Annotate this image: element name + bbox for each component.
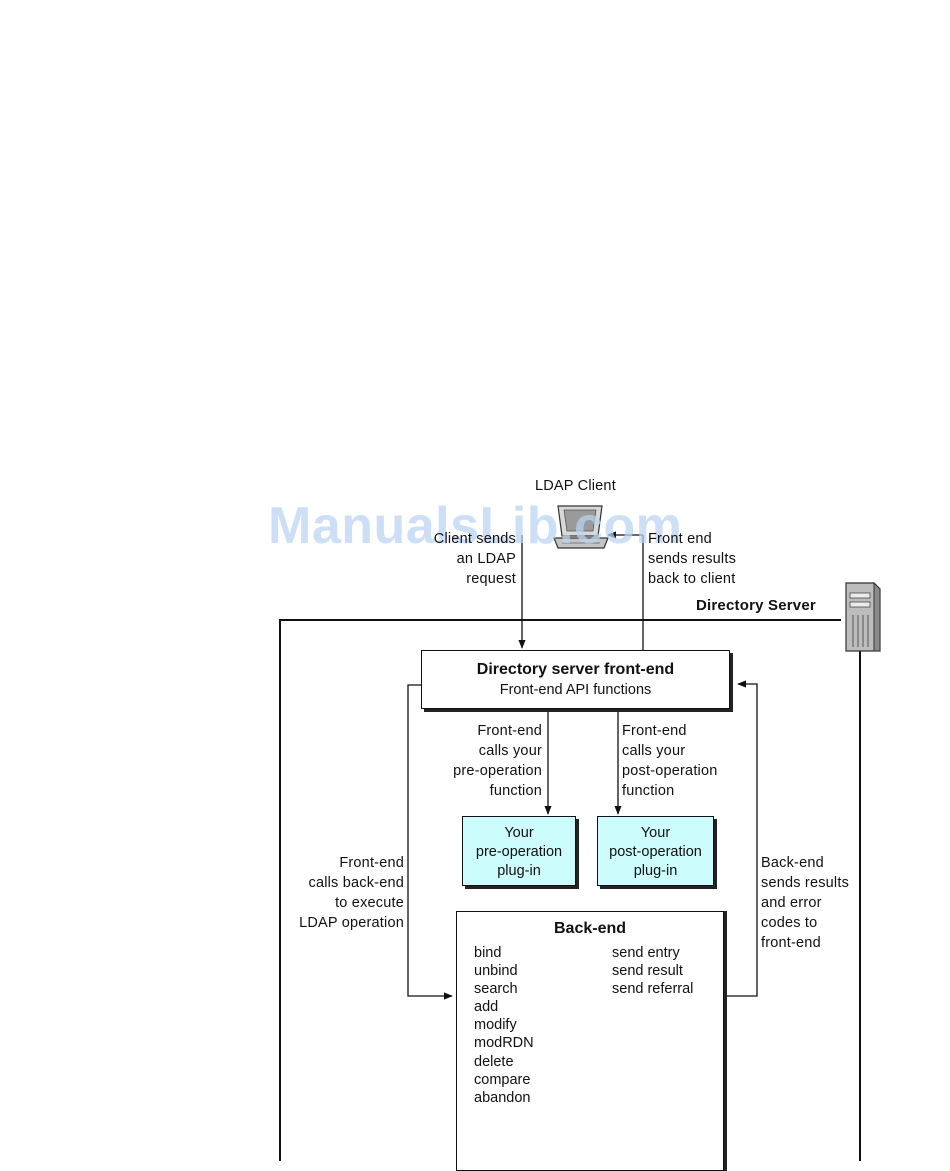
directory-server-label: Directory Server xyxy=(696,597,816,614)
post-operation-call-label: Front-end calls your post-operation func… xyxy=(622,723,718,799)
directory-server-boundary-left xyxy=(279,619,281,1161)
frontend-results-label: Front end sends results back to client xyxy=(648,531,737,587)
backend-op: modify xyxy=(474,1017,517,1034)
backend-op: send entry xyxy=(612,945,680,961)
post-operation-plugin-box: Your post-operation plug-in xyxy=(597,816,714,886)
frontend-box: Directory server front-end Front-end API… xyxy=(421,650,730,709)
manualslib-watermark: ManualsLib.com xyxy=(268,497,683,555)
backend-ops-right: send entry send result send referral xyxy=(612,944,693,998)
pre-operation-call-label: Front-end calls your pre-operation funct… xyxy=(453,723,542,799)
backend-box: Back-end bind unbind search add modify m… xyxy=(456,911,724,1171)
backend-call-label: Front-end calls back-end to execute LDAP… xyxy=(299,855,404,931)
arrow-frontend-to-backend xyxy=(407,684,453,1000)
backend-op: send referral xyxy=(612,981,694,998)
backend-op: bind xyxy=(474,945,502,961)
backend-ops-left: bind unbind search add modify modRDN del… xyxy=(474,944,534,1107)
backend-op: send result xyxy=(612,963,683,980)
frontend-subtitle: Front-end API functions xyxy=(499,682,652,698)
backend-op: unbind xyxy=(474,963,518,980)
server-tower-icon xyxy=(840,579,884,655)
directory-server-boundary-top xyxy=(279,619,841,621)
pre-operation-plugin-box: Your pre-operation plug-in xyxy=(462,816,576,886)
ldap-client-title: LDAP Client xyxy=(535,478,616,494)
backend-op: delete xyxy=(474,1053,514,1070)
backend-op: add xyxy=(474,999,499,1016)
frontend-title: Directory server front-end xyxy=(476,661,675,678)
computer-icon xyxy=(552,502,610,554)
directory-server-boundary-right xyxy=(859,650,861,1161)
backend-op: modRDN xyxy=(474,1035,534,1052)
arrow-backend-to-frontend xyxy=(725,680,758,997)
backend-title: Back-end xyxy=(553,920,627,937)
backend-op: compare xyxy=(474,1071,531,1088)
client-request-label: Client sends an LDAP request xyxy=(433,531,516,587)
backend-results-label: Back-end sends results and error codes t… xyxy=(761,855,850,951)
backend-op: abandon xyxy=(474,1089,531,1106)
backend-op: search xyxy=(474,981,518,998)
